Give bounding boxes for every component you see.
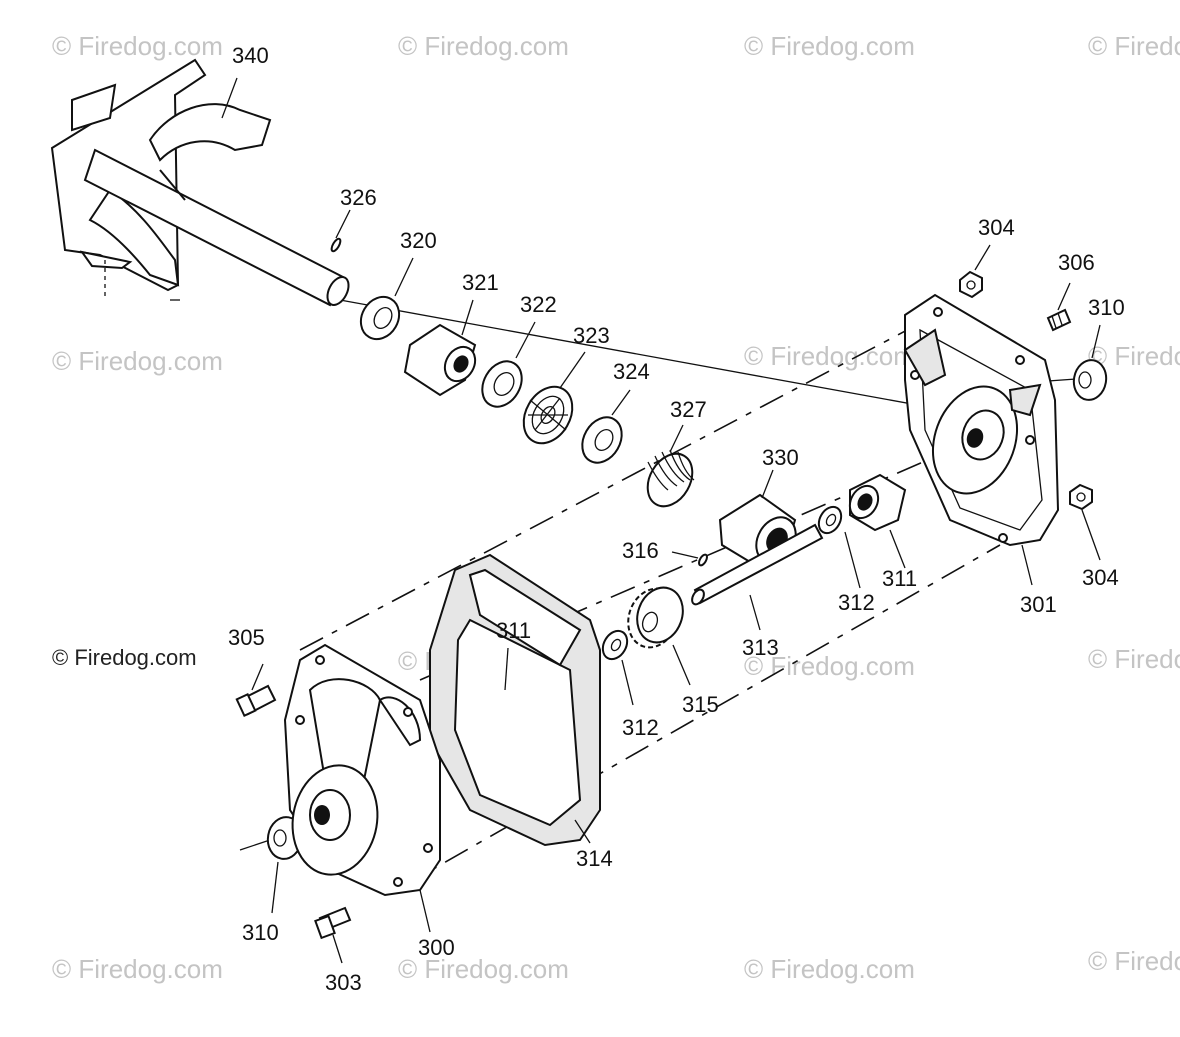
washer-322 — [481, 360, 523, 408]
part-label-313: 313 — [742, 635, 779, 660]
part-label-323: 323 — [573, 323, 610, 348]
watermark: © Firedog.com — [744, 341, 915, 371]
watermark: © Firedog — [1088, 644, 1180, 674]
washer-312-right — [817, 505, 843, 535]
watermark: © Firedog.com — [52, 346, 223, 376]
bolt-303 — [314, 906, 352, 940]
watermark: © Firedog — [1088, 946, 1180, 976]
part-label-304-top: 304 — [978, 215, 1015, 240]
part-label-310-left: 310 — [242, 920, 279, 945]
impeller-assembly — [50, 58, 350, 307]
part-label-312-left: 312 — [622, 715, 659, 740]
bolt-305 — [235, 684, 277, 718]
part-label-316: 316 — [622, 538, 659, 563]
part-label-306: 306 — [1058, 250, 1095, 275]
part-label-321: 321 — [462, 270, 499, 295]
nut-304-top — [959, 270, 983, 299]
part-label-304-bottom: 304 — [1082, 565, 1119, 590]
housing-301 — [903, 293, 1060, 547]
watermark: © Firedog.com — [744, 954, 915, 984]
part-label-311-left: 311 — [496, 618, 531, 643]
thrust-bearing-323 — [522, 385, 574, 445]
washer-312-left — [601, 629, 629, 661]
part-label-322: 322 — [520, 292, 557, 317]
watermark-main: © Firedog.com — [52, 645, 197, 670]
key-316 — [698, 553, 708, 567]
part-label-311-right: 311 — [882, 566, 917, 591]
set-screw-306 — [1046, 308, 1072, 332]
gear-315 — [627, 586, 684, 649]
part-label-324: 324 — [613, 359, 650, 384]
watermark: © Firedog.com — [744, 31, 915, 61]
part-label-300: 300 — [418, 935, 455, 960]
spring-327 — [646, 449, 695, 508]
part-label-327: 327 — [670, 397, 707, 422]
washer-320 — [359, 295, 401, 341]
part-label-301: 301 — [1020, 592, 1057, 617]
gasket-314 — [429, 553, 601, 847]
shaft-313 — [691, 523, 824, 606]
watermark: © Firedog.com — [52, 954, 223, 984]
part-label-326: 326 — [340, 185, 377, 210]
watermark: © Firedog.com — [744, 651, 915, 681]
part-label-312-right: 312 — [838, 590, 875, 615]
part-label-314: 314 — [576, 846, 613, 871]
part-label-303: 303 — [325, 970, 362, 995]
watermark: © Firedog — [1088, 31, 1180, 61]
watermark: © Firedog.com — [52, 31, 223, 61]
bearing-321 — [403, 323, 477, 397]
bearing-311-right — [848, 473, 907, 532]
part-labels: 340 326 320 321 322 323 324 327 330 304 … — [228, 43, 1125, 995]
nut-304-bottom — [1069, 483, 1093, 511]
seal-310-right — [1072, 359, 1108, 401]
leader-lines — [221, 77, 1101, 964]
housing-300 — [283, 643, 441, 897]
part-label-305: 305 — [228, 625, 265, 650]
part-label-330: 330 — [762, 445, 799, 470]
part-label-340: 340 — [232, 43, 269, 68]
washer-324 — [581, 416, 623, 464]
watermark: © Firedog.com — [398, 31, 569, 61]
key-pin — [330, 237, 342, 253]
part-label-320: 320 — [400, 228, 437, 253]
part-label-310-right: 310 — [1088, 295, 1125, 320]
watermark: © Firedog.com — [398, 954, 569, 984]
part-label-315: 315 — [682, 692, 719, 717]
